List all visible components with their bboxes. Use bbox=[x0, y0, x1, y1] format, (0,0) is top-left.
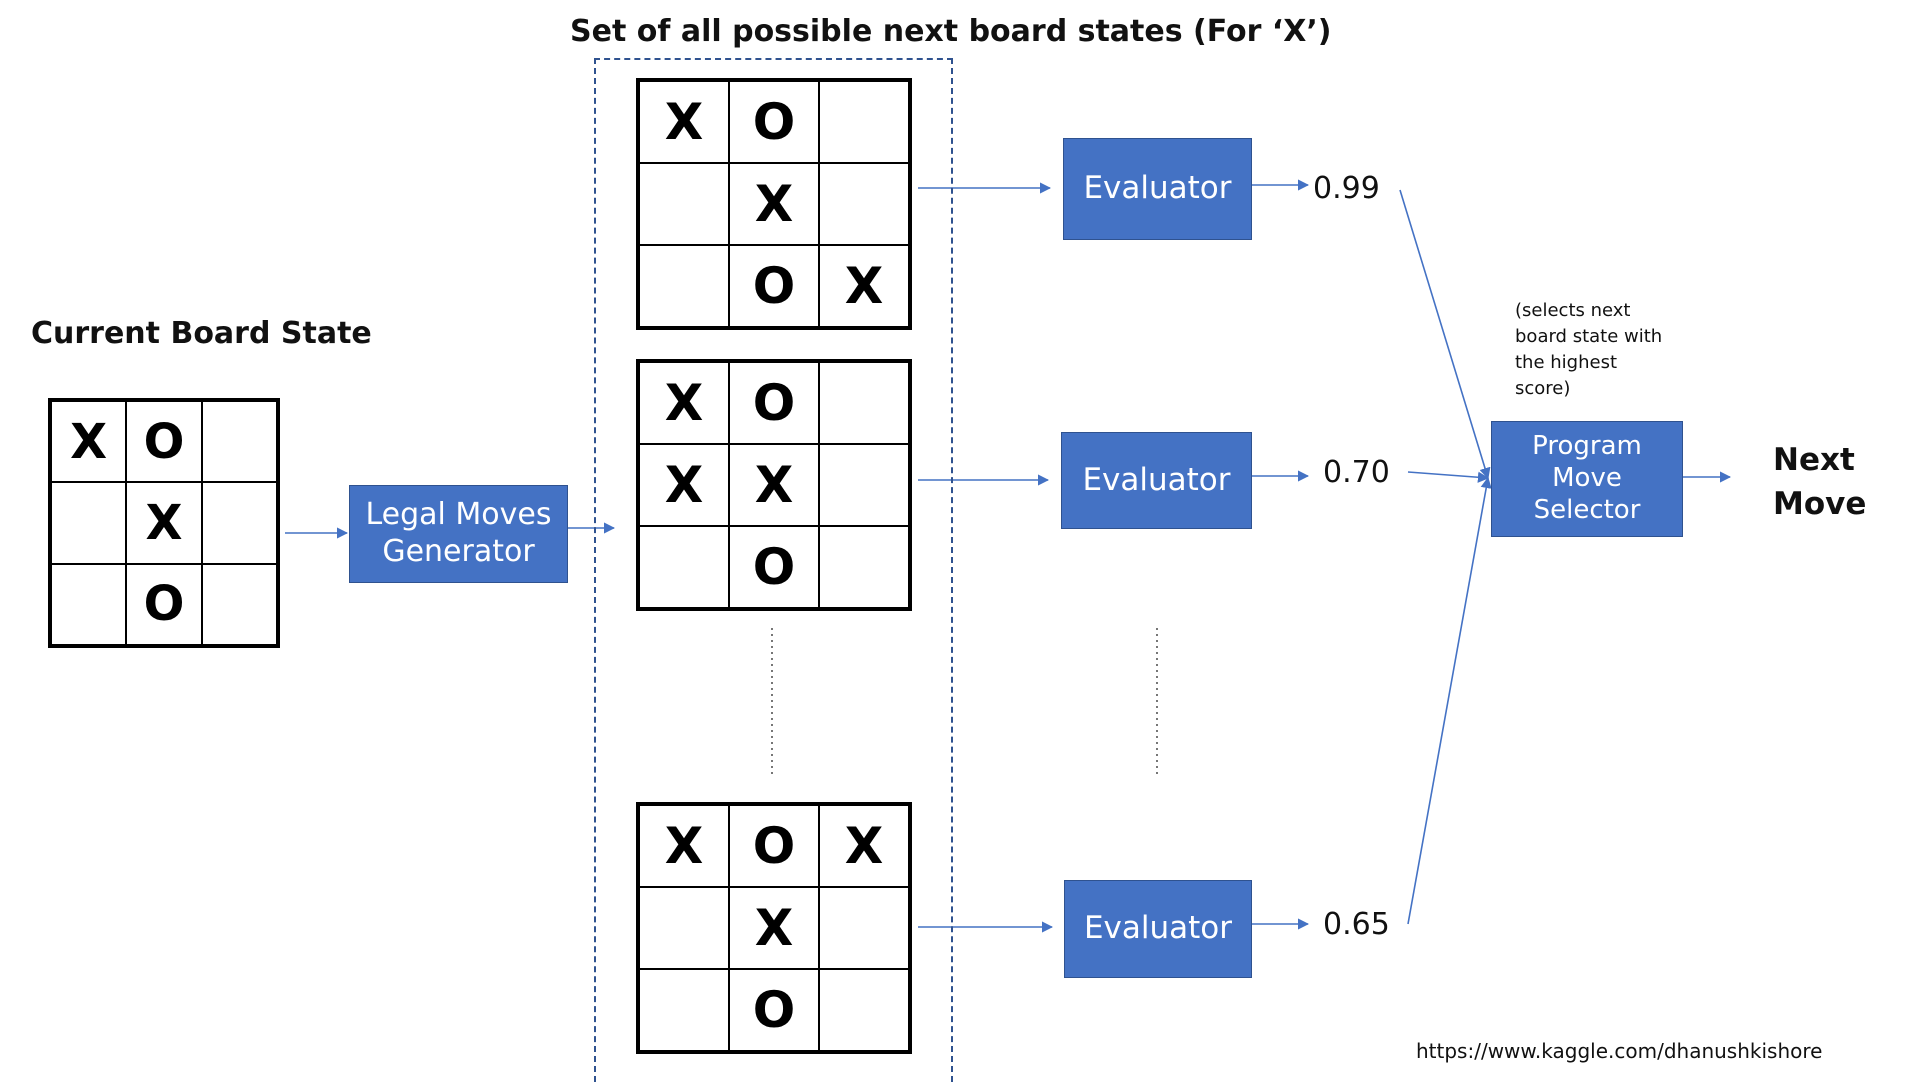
board-cell bbox=[51, 563, 127, 645]
board-cell bbox=[639, 887, 729, 969]
generator-label: Legal Moves Generator bbox=[365, 497, 552, 569]
source-credit: https://www.kaggle.com/dhanushkishore bbox=[1416, 1039, 1823, 1063]
selector-label: Program Move Selector bbox=[1532, 431, 1642, 525]
current-board: X O X O bbox=[48, 398, 280, 648]
board-cell: X bbox=[729, 444, 819, 526]
board-cell: O bbox=[126, 563, 202, 645]
board-cell: X bbox=[126, 482, 202, 564]
evaluator-label: Evaluator bbox=[1083, 910, 1233, 947]
score-2: 0.70 bbox=[1323, 455, 1390, 490]
candidates-title: Set of all possible next board states (F… bbox=[570, 14, 1332, 49]
candidate-states-group bbox=[594, 58, 953, 1082]
current-board-title: Current Board State bbox=[31, 316, 372, 351]
evaluator-box-1: Evaluator bbox=[1063, 138, 1252, 240]
candidate-board-3: X O X X O bbox=[636, 802, 912, 1054]
board-cell: X bbox=[639, 444, 729, 526]
board-cell: O bbox=[729, 245, 819, 327]
board-cell bbox=[639, 969, 729, 1051]
score-1: 0.99 bbox=[1313, 171, 1380, 206]
board-cell: X bbox=[819, 245, 909, 327]
board-cell bbox=[819, 163, 909, 245]
board-cell: O bbox=[729, 526, 819, 608]
evaluator-label: Evaluator bbox=[1082, 461, 1231, 498]
board-cell: X bbox=[639, 81, 729, 163]
board-cell: O bbox=[729, 969, 819, 1051]
board-cell: O bbox=[729, 81, 819, 163]
arrow-score-1-to-selector bbox=[1399, 189, 1491, 480]
board-cell bbox=[51, 482, 127, 564]
board-cell bbox=[819, 362, 909, 444]
board-cell: O bbox=[729, 362, 819, 444]
board-cell bbox=[201, 482, 277, 564]
board-cell: X bbox=[51, 401, 127, 483]
board-cell bbox=[201, 563, 277, 645]
board-cell bbox=[819, 969, 909, 1051]
board-cell bbox=[639, 526, 729, 608]
selector-note: (selects next board state with the highe… bbox=[1515, 300, 1663, 399]
program-move-selector-box: Program Move Selector bbox=[1491, 421, 1683, 537]
board-cell: O bbox=[126, 401, 202, 483]
board-cell bbox=[639, 163, 729, 245]
evaluator-label: Evaluator bbox=[1083, 170, 1232, 207]
board-cell: X bbox=[729, 163, 819, 245]
arrow-score-2-to-selector bbox=[1407, 471, 1490, 483]
board-cell: O bbox=[729, 805, 819, 887]
candidate-board-2: X O X X O bbox=[636, 359, 912, 611]
evaluator-box-2: Evaluator bbox=[1061, 432, 1252, 529]
board-cell: X bbox=[819, 805, 909, 887]
evaluator-box-3: Evaluator bbox=[1064, 880, 1252, 978]
legal-moves-generator-box: Legal Moves Generator bbox=[349, 485, 568, 583]
next-move-label: Next Move bbox=[1773, 442, 1867, 522]
score-3: 0.65 bbox=[1323, 907, 1390, 942]
board-cell bbox=[639, 245, 729, 327]
board-cell: X bbox=[639, 805, 729, 887]
board-cell bbox=[201, 401, 277, 483]
board-cell bbox=[819, 81, 909, 163]
board-cell: X bbox=[729, 887, 819, 969]
board-cell bbox=[819, 444, 909, 526]
board-cell: X bbox=[639, 362, 729, 444]
arrow-score-3-to-selector bbox=[1407, 476, 1492, 925]
candidate-board-1: X O X O X bbox=[636, 78, 912, 330]
board-cell bbox=[819, 887, 909, 969]
board-cell bbox=[819, 526, 909, 608]
